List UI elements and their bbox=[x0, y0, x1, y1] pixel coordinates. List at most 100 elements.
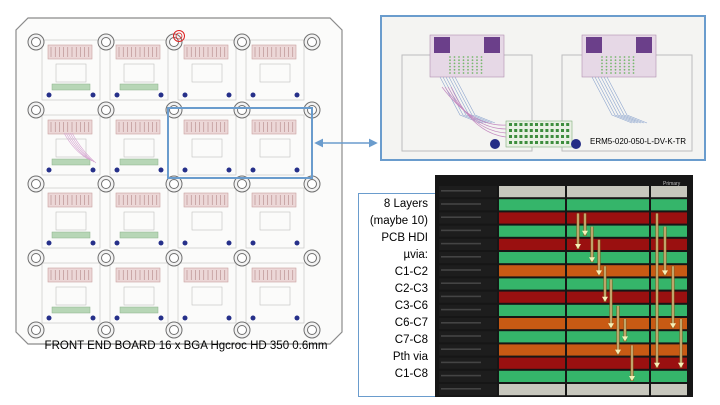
via bbox=[615, 305, 621, 355]
connector-footprint bbox=[505, 120, 573, 148]
asic-dot bbox=[46, 315, 52, 321]
asic-dot bbox=[250, 167, 256, 173]
stackup-info-line: C7-C8 bbox=[394, 334, 428, 346]
stackup-layer bbox=[439, 291, 687, 303]
asic-dot bbox=[182, 240, 188, 246]
mounting-hole bbox=[303, 321, 321, 339]
asic-tile bbox=[245, 39, 305, 101]
stackup-info-line: Pth via bbox=[392, 351, 428, 363]
connector-label: ERM5-020-050-L-DV-K-TR bbox=[590, 137, 687, 146]
mounting-hole bbox=[97, 321, 115, 339]
stackup-layer bbox=[439, 265, 687, 277]
connector-pad-right bbox=[571, 139, 581, 149]
stackup-header: Primary bbox=[663, 181, 681, 187]
stackup-info-box bbox=[358, 193, 436, 397]
stackup-layer bbox=[439, 238, 687, 250]
asic-tile bbox=[177, 114, 237, 176]
stackup-layer bbox=[439, 199, 687, 211]
asic-dot bbox=[114, 167, 120, 173]
via bbox=[582, 213, 588, 236]
connector-zoom-panel bbox=[380, 15, 706, 161]
asic-dot bbox=[46, 240, 52, 246]
stackup-info-line: PCB HDI bbox=[381, 232, 428, 244]
via bbox=[589, 226, 595, 263]
asic-tile bbox=[245, 262, 305, 324]
via bbox=[608, 279, 614, 329]
asic-tile bbox=[109, 187, 169, 249]
stackup-info-line: 8 Layers bbox=[383, 198, 428, 210]
via bbox=[575, 213, 581, 249]
via bbox=[670, 266, 676, 329]
via bbox=[654, 213, 660, 368]
asic-tile bbox=[177, 187, 237, 249]
asic-tile bbox=[109, 114, 169, 176]
stackup-layer bbox=[439, 186, 687, 198]
stackup-info-line: µvia: bbox=[403, 249, 428, 261]
mounting-hole bbox=[97, 249, 115, 267]
stackup-info-line: C2-C3 bbox=[394, 283, 428, 295]
asic-tile bbox=[109, 39, 169, 101]
mounting-hole bbox=[165, 175, 183, 193]
highlight-box bbox=[167, 107, 313, 179]
mounting-hole bbox=[27, 249, 45, 267]
mounting-hole bbox=[27, 33, 45, 51]
asic-tile bbox=[245, 187, 305, 249]
pcb-stackup-diagram: Primary bbox=[439, 181, 687, 396]
bga-package bbox=[429, 34, 505, 124]
asic-dot bbox=[250, 315, 256, 321]
asic-tile bbox=[41, 187, 101, 249]
via bbox=[662, 226, 668, 276]
mounting-hole bbox=[233, 175, 251, 193]
asic-dot bbox=[182, 167, 188, 173]
asic-dot bbox=[46, 167, 52, 173]
stackup-layer bbox=[439, 212, 687, 224]
via bbox=[629, 345, 635, 381]
mounting-hole bbox=[27, 321, 45, 339]
stackup-layer bbox=[439, 225, 687, 237]
asic-dot bbox=[114, 240, 120, 246]
asic-tile bbox=[177, 39, 237, 101]
asic-tile bbox=[109, 262, 169, 324]
stackup-layer bbox=[439, 331, 687, 343]
stackup-layer bbox=[439, 370, 687, 382]
asic-dot bbox=[182, 315, 188, 321]
stackup-info-line: C6-C7 bbox=[394, 317, 428, 329]
asic-dot bbox=[114, 92, 120, 98]
bga-package bbox=[581, 34, 657, 124]
connector-zoom-view bbox=[401, 34, 693, 152]
mounting-hole bbox=[97, 175, 115, 193]
stackup-layer bbox=[439, 304, 687, 316]
via bbox=[622, 319, 628, 342]
asic-tile bbox=[245, 114, 305, 176]
asic-dot bbox=[250, 92, 256, 98]
asic-tile bbox=[177, 262, 237, 324]
asic-tile bbox=[41, 114, 101, 176]
fiducial-mark bbox=[173, 30, 185, 42]
stackup-layer bbox=[439, 252, 687, 264]
stackup-info-line: (maybe 10) bbox=[369, 215, 428, 227]
mounting-hole bbox=[165, 33, 183, 51]
stackup-layer bbox=[439, 384, 687, 396]
stackup-layer bbox=[439, 318, 687, 330]
mounting-hole bbox=[27, 101, 45, 119]
board-caption: FRONT END BOARD 16 x BGA Hgcroc HD 350 0… bbox=[44, 340, 328, 352]
mounting-hole bbox=[233, 33, 251, 51]
stackup-info-line: C1-C2 bbox=[394, 266, 428, 278]
stackup-layer bbox=[439, 357, 687, 369]
stackup-layer bbox=[439, 344, 687, 356]
mounting-hole bbox=[303, 249, 321, 267]
stackup-info-line: C1-C8 bbox=[394, 368, 428, 380]
mounting-hole bbox=[233, 321, 251, 339]
pcb-stackup-panel: Primary bbox=[435, 175, 693, 397]
trace-bundle bbox=[63, 132, 97, 164]
asic-dot bbox=[46, 92, 52, 98]
asic-dot bbox=[182, 92, 188, 98]
mounting-hole bbox=[165, 321, 183, 339]
via bbox=[602, 266, 608, 302]
mounting-hole bbox=[97, 101, 115, 119]
stackup-info-line: C3-C6 bbox=[394, 300, 428, 312]
via bbox=[596, 239, 602, 276]
mounting-hole bbox=[233, 101, 251, 119]
mounting-hole bbox=[27, 175, 45, 193]
